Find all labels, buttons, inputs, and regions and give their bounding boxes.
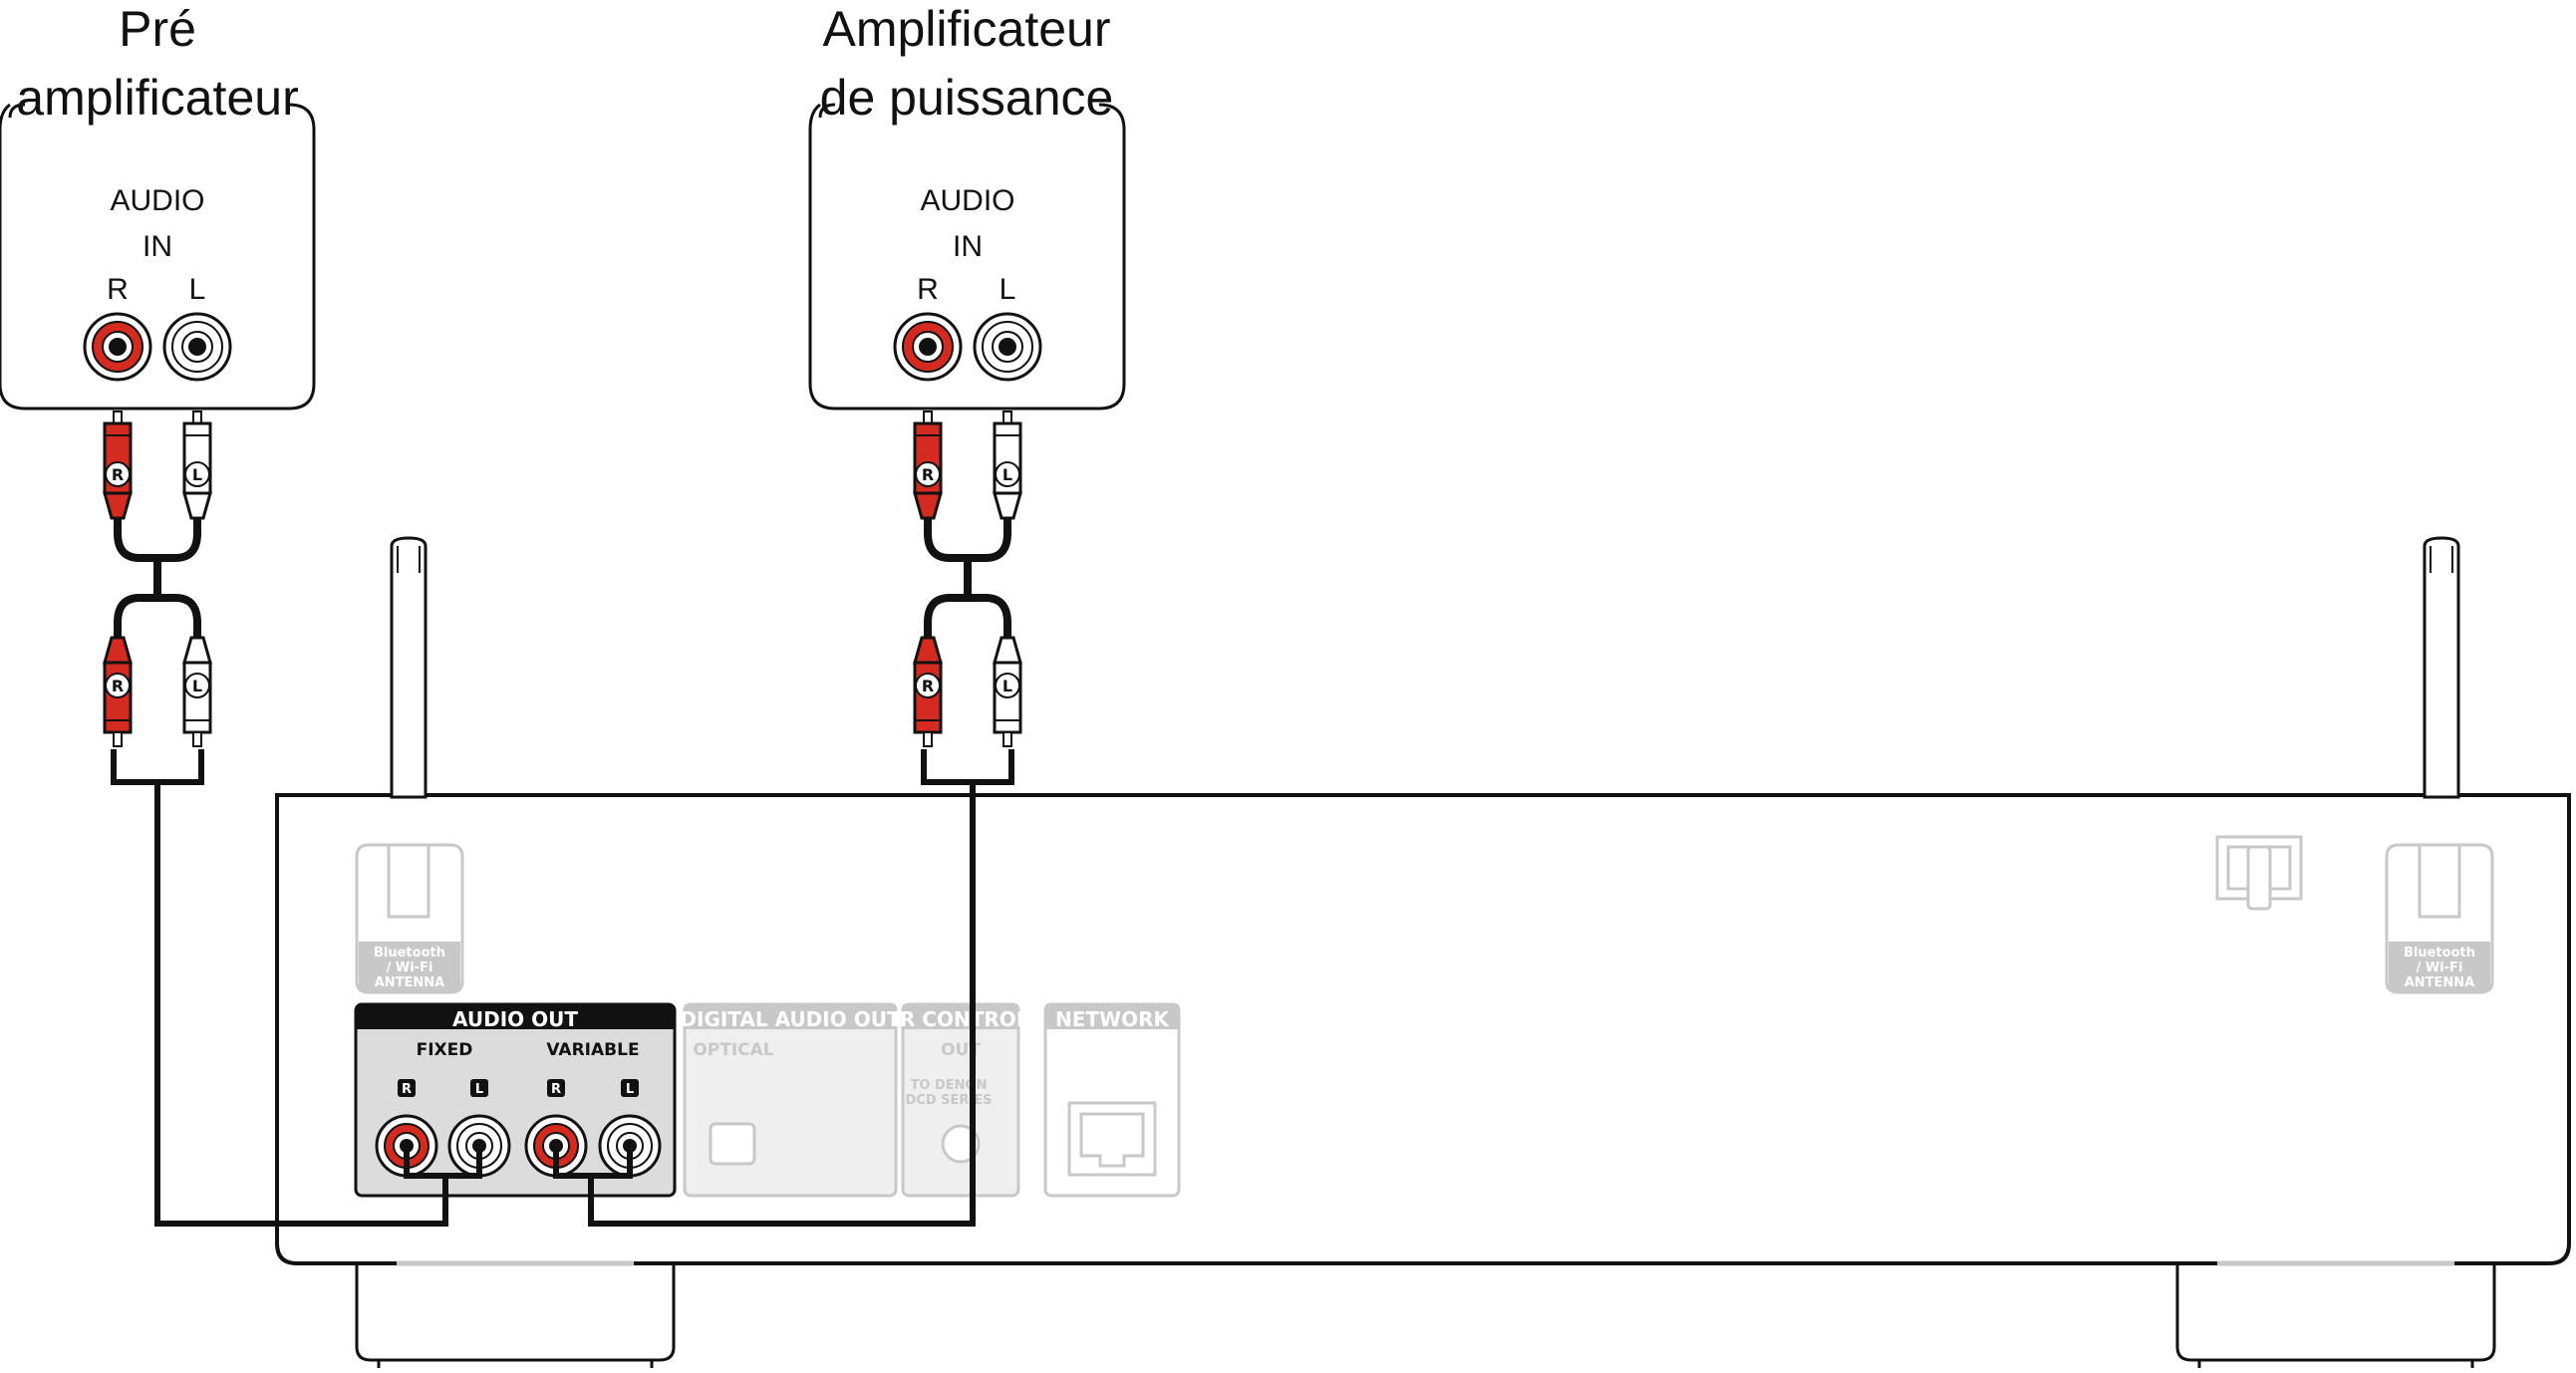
digital-audio-out-title: DIGITAL AUDIO OUT [680,1007,901,1031]
poweramp-r-label: R [917,273,939,306]
fixed-r-badge: R [398,1079,416,1097]
network-title: NETWORK [1055,1007,1171,1031]
plug-poweramp-bottom-r: R [913,636,943,747]
audio-out-title: AUDIO OUT [452,1007,578,1031]
variable-r-badge: R [547,1079,565,1097]
svg-text:R: R [551,1082,561,1097]
plug-preamp-top-l-letter: L [192,465,202,484]
plug-preamp-top-l: L [182,411,212,520]
plug-preamp-bottom-l-letter: L [192,677,202,695]
preamp-jack-l [162,312,232,382]
variable-label: VARIABLE [546,1040,639,1060]
poweramp-jack-r [893,312,963,382]
ir-control-title: IR CONTROL [892,1007,1028,1031]
poweramp-audio-label: AUDIO [920,184,1014,217]
preamp-device: Pré amplificateur AUDIO IN R L [0,1,316,411]
fixed-l-badge: L [470,1079,488,1097]
optical-port [709,1122,756,1166]
ir-control-section: IR CONTROL OUT TO DENON DCD SERIES [892,1002,1029,1198]
plug-poweramp-bottom-l: L [993,636,1022,747]
foot-left [355,1265,676,1362]
antenna-right: Bluetooth / Wi-Fi ANTENNA [2385,536,2494,994]
plug-poweramp-bottom-l-letter: L [1002,677,1012,695]
plug-preamp-bottom-l: L [182,636,212,747]
antenna-left-label-2: / Wi-Fi [387,961,433,975]
poweramp-l-label: L [1000,273,1016,306]
optical-label: OPTICAL [693,1040,773,1060]
plug-poweramp-top-r: R [913,411,943,520]
cable-poweramp [553,518,1014,1227]
plug-preamp-top-r: R [103,411,133,520]
preamp-audio-label: AUDIO [110,184,204,217]
plug-preamp-bottom-r: R [103,636,133,747]
ir-note-1: TO DENON [911,1078,988,1093]
network-section: NETWORK [1043,1002,1181,1198]
ground-terminal [2215,835,2303,911]
preamp-title-line1: Pré [119,1,196,57]
plug-preamp-bottom-r-letter: R [112,677,124,695]
svg-text:L: L [626,1082,634,1097]
antenna-right-label-3: ANTENNA [2405,975,2475,990]
plug-poweramp-top-r-letter: R [922,465,934,484]
svg-text:R: R [402,1082,412,1097]
antenna-right-label-2: / Wi-Fi [2417,961,2463,975]
antenna-left-label-3: ANTENNA [375,975,445,990]
plug-preamp-top-r-letter: R [112,465,124,484]
rca-plugs: R L R L R L R L [103,411,1022,747]
preamp-r-label: R [107,273,129,306]
antenna-left: Bluetooth / Wi-Fi ANTENNA [355,536,464,994]
plug-poweramp-bottom-r-letter: R [922,677,934,695]
cable-preamp [111,518,482,1227]
preamp-l-label: L [189,273,206,306]
antenna-left-label-1: Bluetooth [374,946,445,961]
foot-right [2175,1265,2496,1362]
fixed-label: FIXED [417,1040,473,1060]
poweramp-in-label: IN [953,230,983,263]
variable-l-badge: L [621,1079,639,1097]
antenna-right-label-1: Bluetooth [2404,946,2475,961]
plug-poweramp-top-l-letter: L [1002,465,1012,484]
poweramp-title-line2: de puissance [820,70,1114,126]
preamp-in-label: IN [143,230,172,263]
poweramp-title-line1: Amplificateur [823,1,1111,57]
poweramp-device: Amplificateur de puissance AUDIO IN R L [808,1,1126,411]
preamp-jack-r [83,312,152,382]
plug-poweramp-top-l: L [993,411,1022,520]
ir-note-2: DCD SERIES [906,1093,993,1108]
main-unit: Bluetooth / Wi-Fi ANTENNA Bluetooth / Wi… [275,536,2571,1368]
preamp-title-line2: amplificateur [16,70,298,126]
poweramp-jack-l [973,312,1042,382]
digital-audio-out-section: DIGITAL AUDIO OUT OPTICAL [680,1002,901,1198]
svg-text:L: L [475,1082,483,1097]
